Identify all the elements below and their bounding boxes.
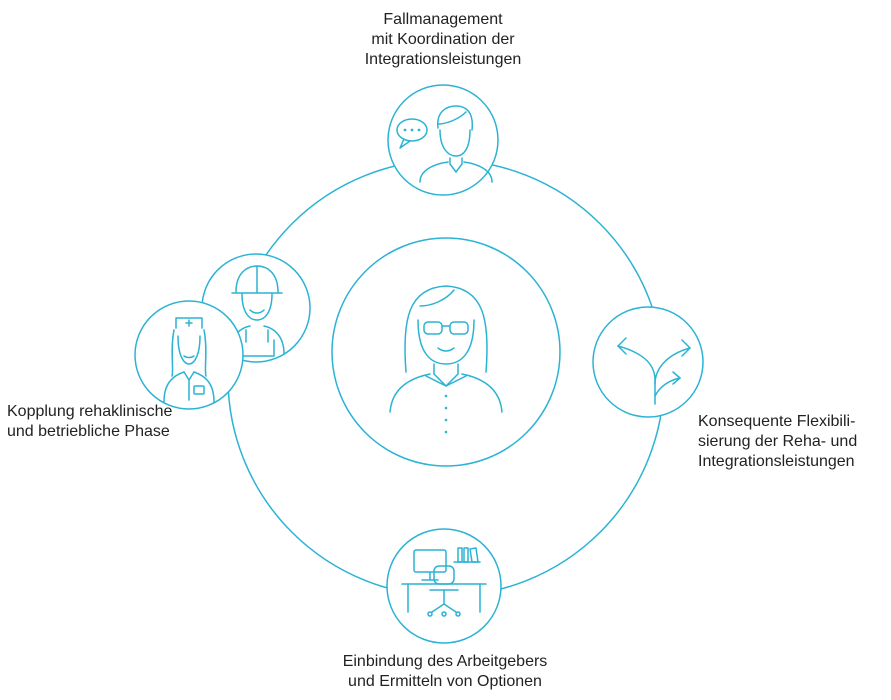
label-top: Fallmanagement mit Koordination der Inte… [323, 10, 563, 70]
label-top-line-2: mit Koordination der [371, 31, 515, 48]
label-bottom-line-2: und Ermitteln von Optionen [348, 673, 542, 690]
label-bottom: Einbindung des Arbeitgebers und Ermittel… [300, 652, 590, 692]
label-top-line-3: Integrationsleistungen [364, 51, 522, 68]
office-workplace-icon [386, 528, 502, 644]
label-bottom-line-1: Einbindung des Arbeitgebers [342, 653, 548, 670]
label-right-line-1: Konsequente Flexibili- [698, 413, 856, 430]
label-top-line-1: Fallmanagement [383, 11, 503, 28]
label-left-line-1: Kopplung rehaklinische [7, 403, 173, 420]
center-woman-icon [331, 237, 561, 467]
label-right-line-3: Integrationsleistungen [698, 453, 855, 470]
label-right: Konsequente Flexibili- sierung der Reha-… [698, 412, 888, 472]
label-left: Kopplung rehaklinische und betriebliche … [7, 402, 227, 442]
label-right-line-2: sierung der Reha- und [698, 433, 858, 450]
counselor-with-speech-bubble-icon [387, 84, 499, 196]
branching-arrows-icon [592, 306, 704, 418]
nurse-icon [134, 300, 244, 410]
label-left-line-2: und betriebliche Phase [7, 423, 170, 440]
